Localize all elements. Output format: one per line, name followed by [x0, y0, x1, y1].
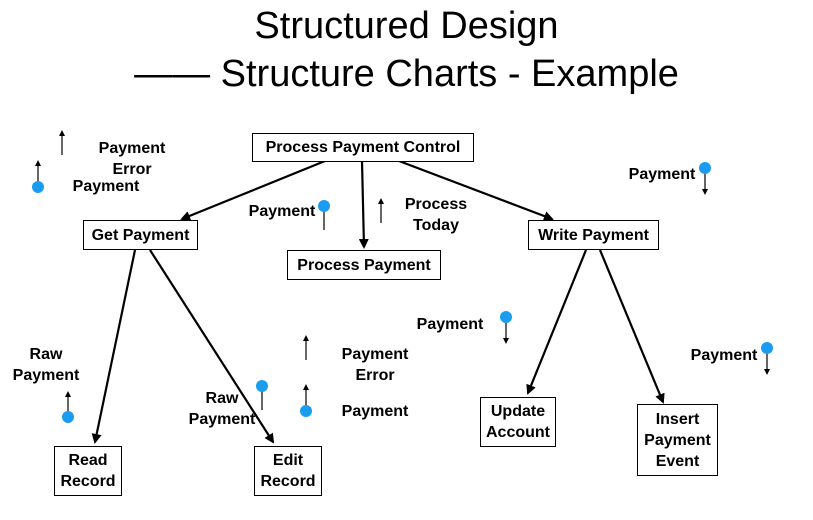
module-label-line-2: Record — [260, 473, 316, 490]
label-line-2: Error — [112, 161, 152, 178]
module-label-line-2: Account — [486, 424, 550, 441]
module-insert-payment-event: Insert Payment Event — [637, 404, 718, 476]
data-couple-dot-top-right — [699, 162, 711, 174]
data-couple-dot-mid2 — [300, 405, 312, 417]
data-couple-dot-insert — [761, 342, 773, 354]
label-line-1: Raw — [29, 346, 63, 363]
module-write-payment: Write Payment — [528, 220, 659, 250]
label-payment-error-mid: Payment Error — [335, 344, 415, 386]
module-edit-record: Edit Record — [254, 446, 322, 496]
label-process-today: Process Today — [396, 194, 476, 236]
module-read-record: Read Record — [54, 446, 122, 496]
label-line-1: Payment — [341, 346, 409, 363]
edge-write-to-update-account — [526, 249, 588, 395]
module-process-payment-control: Process Payment Control — [252, 133, 474, 162]
data-couple-dot-update — [500, 311, 512, 323]
module-get-payment: Get Payment — [83, 220, 198, 250]
module-label-line-2: Payment — [644, 431, 711, 449]
edge-get-to-read-record — [91, 249, 137, 444]
label-raw-payment-mid: Raw Payment — [182, 388, 262, 430]
module-label: Process Payment Control — [265, 139, 461, 156]
module-update-account: Update Account — [480, 397, 556, 447]
module-label-line-1: Update — [490, 403, 546, 420]
module-process-payment: Process Payment — [287, 250, 441, 280]
module-label: Write Payment — [538, 226, 649, 244]
label-line-1: Process — [404, 196, 468, 213]
label-line-1: Payment — [98, 140, 166, 157]
label-line-2: Payment — [188, 411, 256, 428]
label-payment-error-top: Payment Error — [92, 138, 172, 180]
edge-control-to-get-payment — [180, 159, 326, 221]
module-label-line-1: Edit — [272, 452, 304, 469]
edge-control-to-write-payment — [398, 159, 554, 221]
data-couple-dot-raw-mid — [256, 380, 268, 392]
module-label: Process Payment — [297, 256, 431, 274]
label-line-2: Error — [355, 367, 395, 384]
label-line-2: Today — [413, 217, 459, 234]
module-label: Get Payment — [91, 226, 190, 244]
edge-get-to-edit-record — [149, 249, 275, 444]
module-label-line-3: Event — [655, 452, 700, 470]
data-couple-dot-mid — [318, 200, 330, 212]
module-label-line-1: Read — [68, 452, 108, 469]
label-payment-mid: Payment — [248, 203, 316, 220]
label-line-2: Payment — [12, 367, 80, 384]
diagram-title-line-1: Structured Design — [254, 5, 559, 47]
label-payment-update: Payment — [416, 316, 484, 333]
edge-write-to-insert-event — [598, 249, 665, 404]
label-payment-insert: Payment — [690, 347, 758, 364]
data-couple-dot-raw-left — [62, 411, 74, 423]
label-payment-mid2: Payment — [341, 403, 409, 420]
module-label-line-2: Record — [60, 473, 116, 490]
module-label-line-1: Insert — [655, 410, 700, 428]
data-couple-dot-top-left — [32, 181, 44, 193]
label-line-1: Raw — [205, 390, 239, 407]
label-raw-payment-left: Raw Payment — [6, 344, 86, 386]
diagram-title-line-2: —— Structure Charts - Example — [134, 53, 679, 95]
label-payment-top-right: Payment — [628, 166, 696, 183]
label-payment-top-left: Payment — [72, 178, 140, 195]
edge-control-to-process-payment — [358, 160, 369, 249]
